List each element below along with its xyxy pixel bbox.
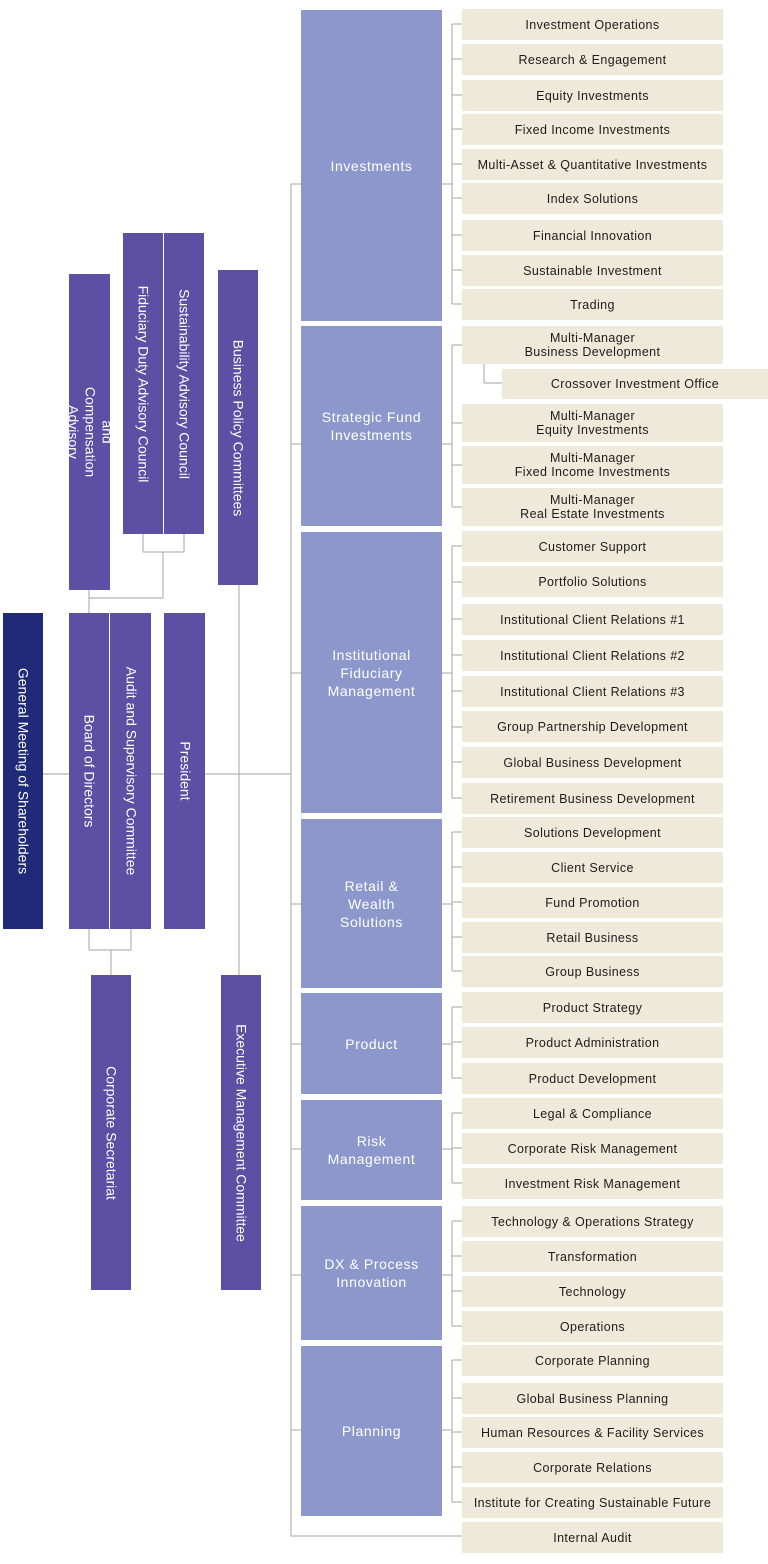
dept-equity-investments: Equity Investments [462,80,723,111]
division-label: Planning [341,1423,402,1439]
dept-solutions-development: Solutions Development [462,817,723,848]
audit-committee-box: Audit and Supervisory Committee [110,613,151,929]
dept-retail-business: Retail Business [462,922,723,953]
dept-product-administration: Product Administration [462,1027,723,1058]
board-of-directors-label: Board of Directors [81,714,98,828]
dept-mm-business-development: Multi-Manager Business Development [462,326,723,364]
dept-fixed-income-investments: Fixed Income Investments [462,114,723,145]
dept-internal-audit: Internal Audit [462,1522,723,1553]
dept-investment-risk-management: Investment Risk Management [462,1168,723,1199]
division-label: Investments [330,157,413,174]
division-label: Institutional Fiduciary Management [327,646,416,699]
fiduciary-council-label: Fiduciary Duty Advisory Council [135,285,152,482]
dept-trading: Trading [462,289,723,320]
dept-tech-ops-strategy: Technology & Operations Strategy [462,1206,723,1237]
dept-portfolio-solutions: Portfolio Solutions [462,566,723,597]
general-meeting-label: General Meeting of Shareholders [15,667,32,875]
dept-icr-3: Institutional Client Relations #3 [462,676,723,707]
dept-product-development: Product Development [462,1063,723,1094]
dept-legal-compliance: Legal & Compliance [462,1098,723,1129]
dept-corporate-risk-management: Corporate Risk Management [462,1133,723,1164]
dept-transformation: Transformation [462,1241,723,1272]
division-dx-process-innovation: DX & Process Innovation [301,1206,442,1340]
division-risk-management: Risk Management [301,1100,442,1200]
nomination-committee-label: Nomination and Compensation Advisory Com… [48,386,132,478]
dept-icr-2: Institutional Client Relations #2 [462,640,723,671]
dept-operations: Operations [462,1311,723,1342]
dept-customer-support: Customer Support [462,531,723,562]
general-meeting-box: General Meeting of Shareholders [3,613,43,929]
division-planning: Planning [301,1346,442,1516]
dept-institute-sustainable-future: Institute for Creating Sustainable Futur… [462,1487,723,1518]
dept-corporate-relations: Corporate Relations [462,1452,723,1483]
fiduciary-council-box: Fiduciary Duty Advisory Council [123,233,163,534]
sustainability-council-label: Sustainability Advisory Council [176,288,193,479]
dept-global-business-development: Global Business Development [462,747,723,778]
dept-group-partnership-development: Group Partnership Development [462,711,723,742]
division-label: Strategic Fund Investments [321,409,422,443]
dept-fund-promotion: Fund Promotion [462,887,723,918]
business-policy-box: Business Policy Committees [218,270,258,585]
division-label: Risk Management [327,1133,416,1167]
dept-icr-1: Institutional Client Relations #1 [462,604,723,635]
dept-multi-asset-quant: Multi-Asset & Quantitative Investments [462,149,723,180]
president-box: President [164,613,205,929]
division-retail-wealth-solutions: Retail & Wealth Solutions [301,819,442,988]
division-product: Product [301,993,442,1094]
dept-sustainable-investment: Sustainable Investment [462,255,723,286]
sustainability-council-box: Sustainability Advisory Council [164,233,204,534]
dept-research-engagement: Research & Engagement [462,44,723,75]
dept-product-strategy: Product Strategy [462,992,723,1023]
dept-crossover-investment-office: Crossover Investment Office [502,369,768,399]
corporate-secretariat-box: Corporate Secretariat [91,975,131,1290]
president-label: President [177,741,193,801]
dept-corporate-planning: Corporate Planning [462,1345,723,1376]
dept-client-service: Client Service [462,852,723,883]
dept-mm-equity-investments: Multi-Manager Equity Investments [462,404,723,442]
board-of-directors-box: Board of Directors [69,613,109,929]
dept-retirement-business-development: Retirement Business Development [462,783,723,814]
division-label: Retail & Wealth Solutions [340,877,403,930]
dept-technology: Technology [462,1276,723,1307]
dept-mm-real-estate-investments: Multi-Manager Real Estate Investments [462,488,723,526]
division-label: Product [345,1035,398,1052]
division-investments: Investments [301,10,442,321]
dept-financial-innovation: Financial Innovation [462,220,723,251]
division-label: DX & Process Innovation [324,1256,419,1290]
dept-mm-fixed-income-investments: Multi-Manager Fixed Income Investments [462,446,723,484]
division-strategic-fund-investments: Strategic Fund Investments [301,326,442,526]
division-institutional-fiduciary-management: Institutional Fiduciary Management [301,532,442,813]
dept-group-business: Group Business [462,956,723,987]
nomination-committee-box: Nomination and Compensation Advisory Com… [48,274,132,590]
dept-investment-operations: Investment Operations [462,9,723,40]
business-policy-label: Business Policy Committees [230,339,247,516]
dept-index-solutions: Index Solutions [462,183,723,214]
audit-committee-label: Audit and Supervisory Committee [123,666,139,876]
corporate-secretariat-label: Corporate Secretariat [103,1065,120,1200]
dept-hr-facility-services: Human Resources & Facility Services [462,1417,723,1448]
executive-committee-label: Executive Management Committee [233,1023,250,1242]
dept-global-business-planning: Global Business Planning [462,1383,723,1414]
executive-committee-box: Executive Management Committee [221,975,261,1290]
